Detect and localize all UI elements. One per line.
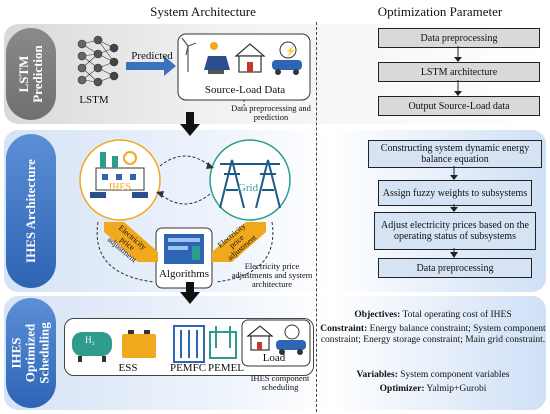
lstm-label: LSTM bbox=[79, 94, 109, 106]
row-label-ihes: IHES Architecture bbox=[6, 134, 56, 288]
load-ev-icon bbox=[276, 324, 306, 355]
row-label-lstm: LSTM Prediction bbox=[6, 28, 56, 120]
lstm-step-arrows bbox=[454, 46, 462, 96]
load-label: Load bbox=[262, 352, 286, 364]
ihes-note: Electricity price adjustments and system… bbox=[231, 261, 313, 289]
column-divider bbox=[316, 22, 317, 412]
predicted-arrow bbox=[126, 56, 176, 76]
ihes-step-4: Data preprocessing bbox=[378, 258, 532, 278]
solar-panel-icon bbox=[204, 42, 230, 74]
lstm-note: Data preprocessing and prediction bbox=[231, 103, 311, 122]
predicted-label: Predicted bbox=[131, 50, 173, 62]
battery-icon bbox=[122, 330, 156, 358]
source-load-label: Source-Load Data bbox=[204, 84, 286, 96]
objectives-line: Objectives: Total operating cost of IHES bbox=[354, 310, 512, 320]
h2-label: H₂ bbox=[85, 335, 95, 345]
pemfc-label: PEMFC bbox=[169, 362, 207, 374]
transmission-tower-icon bbox=[219, 159, 281, 209]
row-label-scheduling: IHES Optimized Scheduling bbox=[6, 298, 56, 408]
down-arrow-2 bbox=[180, 282, 200, 304]
lstm-step-3: Output Source-Load data bbox=[378, 96, 540, 116]
optimizer-line: Optimizer: Yalmip+Gurobi bbox=[379, 384, 487, 394]
fuel-cell-icon bbox=[173, 325, 205, 363]
variables-line: Variables: System component variables bbox=[356, 370, 510, 380]
computer-icon bbox=[164, 234, 204, 264]
pemel-label: PEMEL bbox=[207, 362, 245, 374]
hydrogen-tank-icon bbox=[72, 332, 112, 362]
algorithms-label: Algorithms bbox=[158, 268, 210, 280]
lstm-step-1: Data preprocessing bbox=[378, 28, 540, 48]
ihes-step-1: Constructing system dynamic energy balan… bbox=[368, 140, 542, 168]
electrolyzer-icon bbox=[209, 326, 237, 359]
factory-icon bbox=[90, 151, 148, 198]
ihes-step-2: Assign fuzzy weights to subsystems bbox=[378, 180, 532, 206]
ihes-step-3: Adjust electricity prices based on the o… bbox=[374, 212, 536, 250]
ihes-diagram bbox=[79, 139, 291, 289]
ihes-step-arrows bbox=[450, 166, 458, 258]
lstm-step-2: LSTM architecture bbox=[378, 62, 540, 82]
neural-network-icon bbox=[77, 35, 119, 87]
header-system-architecture: System Architecture bbox=[150, 4, 256, 19]
price-arrow-left bbox=[104, 222, 158, 262]
constraint-line: Constraint: Energy balance constraint; S… bbox=[320, 324, 546, 345]
house-icon bbox=[234, 43, 266, 73]
wind-turbine-icon bbox=[181, 37, 197, 72]
header-optimization-parameter: Optimization Parameter bbox=[377, 4, 503, 19]
load-house-icon bbox=[246, 325, 274, 351]
grid-label: Grid bbox=[237, 182, 259, 194]
svg-text:⚡: ⚡ bbox=[285, 45, 296, 57]
sched-note: IHES component scheduling bbox=[250, 373, 310, 392]
ev-charger-icon: ⚡ bbox=[272, 41, 302, 75]
components-icons bbox=[72, 319, 311, 367]
ihes-label: IHES bbox=[108, 182, 132, 193]
price-arrow-right bbox=[212, 222, 266, 262]
down-arrow-1 bbox=[180, 112, 200, 136]
ess-label: ESS bbox=[118, 362, 138, 374]
lstm-diagram: ⚡ bbox=[77, 33, 311, 108]
